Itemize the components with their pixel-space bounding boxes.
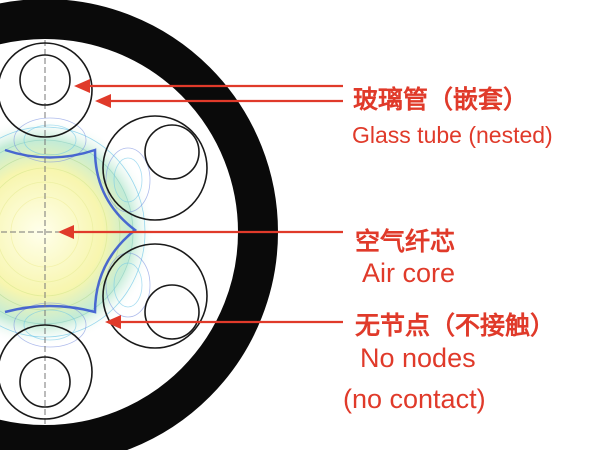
nested-tube-lower-right <box>144 284 200 340</box>
core-boundary <box>4 148 138 314</box>
arrowhead-left-icon <box>74 79 90 93</box>
arrowhead-left-icon <box>95 94 111 108</box>
label-no-nodes-en-1: No nodes <box>360 343 476 373</box>
capillary-tubes <box>0 42 208 420</box>
tube-lower-right <box>102 243 208 349</box>
label-air-core-cn: 空气纤芯 <box>355 227 456 256</box>
nested-tube-bottom <box>19 356 71 408</box>
label-no-nodes-en-2: (no contact) <box>343 384 486 414</box>
tube-bottom <box>0 324 93 420</box>
label-glass-tube-cn: 玻璃管（嵌套） <box>353 85 529 114</box>
label-glass-tube-en: Glass tube (nested) <box>352 122 553 148</box>
nested-tube-top <box>19 54 71 106</box>
tube-upper-right <box>102 115 208 221</box>
annotation-arrows <box>58 79 343 329</box>
label-air-core-en: Air core <box>362 258 456 288</box>
arrowhead-left-icon <box>105 315 121 329</box>
arrowhead-left-icon <box>58 225 74 239</box>
tube-top <box>0 42 93 138</box>
nested-tube-upper-right <box>144 124 200 180</box>
label-no-nodes-cn: 无节点（不接触） <box>355 311 556 340</box>
